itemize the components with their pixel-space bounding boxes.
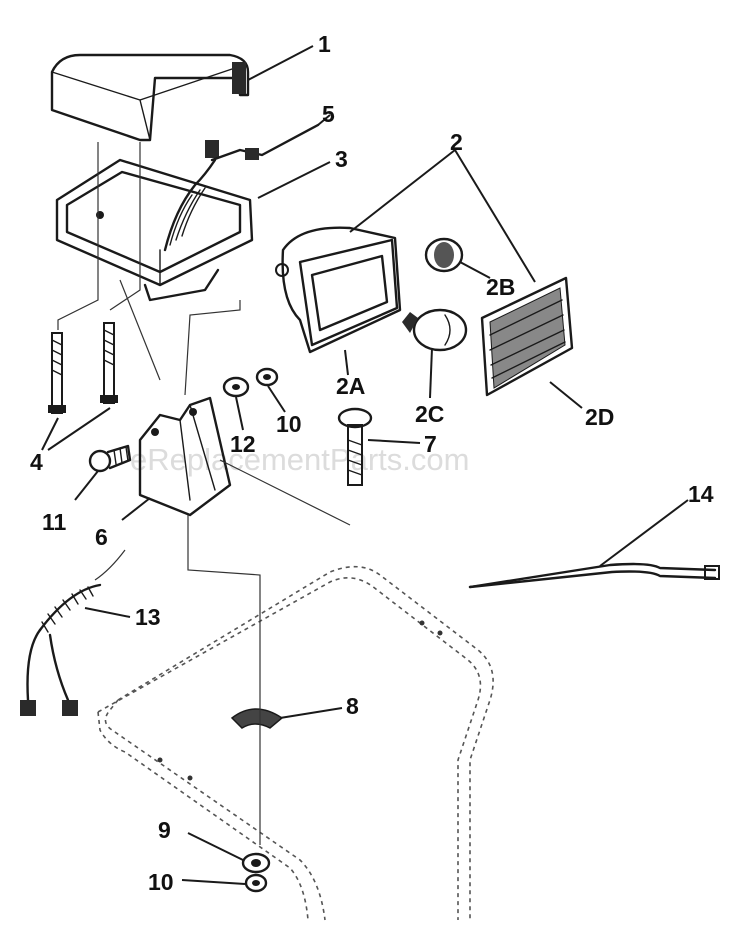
callout-13: 13 <box>135 604 161 630</box>
watermark-text: eReplacementParts.com <box>130 442 469 477</box>
bolts-part-4 <box>48 322 118 414</box>
carriage-bolt-part-7 <box>337 407 373 486</box>
callout-12: 12 <box>230 431 256 457</box>
nut-part-10-upper <box>255 367 279 387</box>
leader-lines <box>41 45 689 885</box>
assembly-guide-lines <box>57 142 351 845</box>
callout-5: 5 <box>322 101 335 127</box>
washer-part-12 <box>222 376 250 398</box>
harness-part-13 <box>20 583 102 716</box>
callout-9: 9 <box>158 817 171 843</box>
rod-part-14 <box>468 562 720 589</box>
lens-part-2b <box>424 237 464 273</box>
callout-4: 4 <box>30 449 43 475</box>
washer-part-9 <box>241 852 271 874</box>
callout-2a: 2A <box>336 373 365 399</box>
callout-2: 2 <box>450 129 463 155</box>
bolt-part-11 <box>88 444 132 473</box>
callout-10-upper: 10 <box>276 411 302 437</box>
cover-part-1 <box>50 53 250 142</box>
callout-10-lower: 10 <box>148 869 174 895</box>
lamp-housing-part-2a <box>275 226 402 354</box>
callout-6: 6 <box>95 524 108 550</box>
callout-2b: 2B <box>486 274 515 300</box>
housing-part-3 <box>55 158 254 302</box>
callout-11: 11 <box>42 509 67 535</box>
bulb-part-2c <box>402 308 468 352</box>
clip-part-8 <box>230 708 284 729</box>
handle-frame <box>97 565 494 921</box>
callout-14: 14 <box>688 481 714 507</box>
nut-part-10-lower <box>244 873 268 893</box>
callout-1: 1 <box>318 31 331 57</box>
callout-7: 7 <box>424 431 437 457</box>
callout-2d: 2D <box>585 404 614 430</box>
callout-2c: 2C <box>415 401 444 427</box>
callout-3: 3 <box>335 146 348 172</box>
bracket-part-6 <box>138 396 232 517</box>
lens-part-2d <box>480 276 574 397</box>
wire-lead-part-5 <box>163 123 320 252</box>
callout-numbers: 1 5 3 2 2B 2A 2C 2D 10 12 7 4 11 6 14 13… <box>30 31 714 895</box>
callout-8: 8 <box>346 693 359 719</box>
